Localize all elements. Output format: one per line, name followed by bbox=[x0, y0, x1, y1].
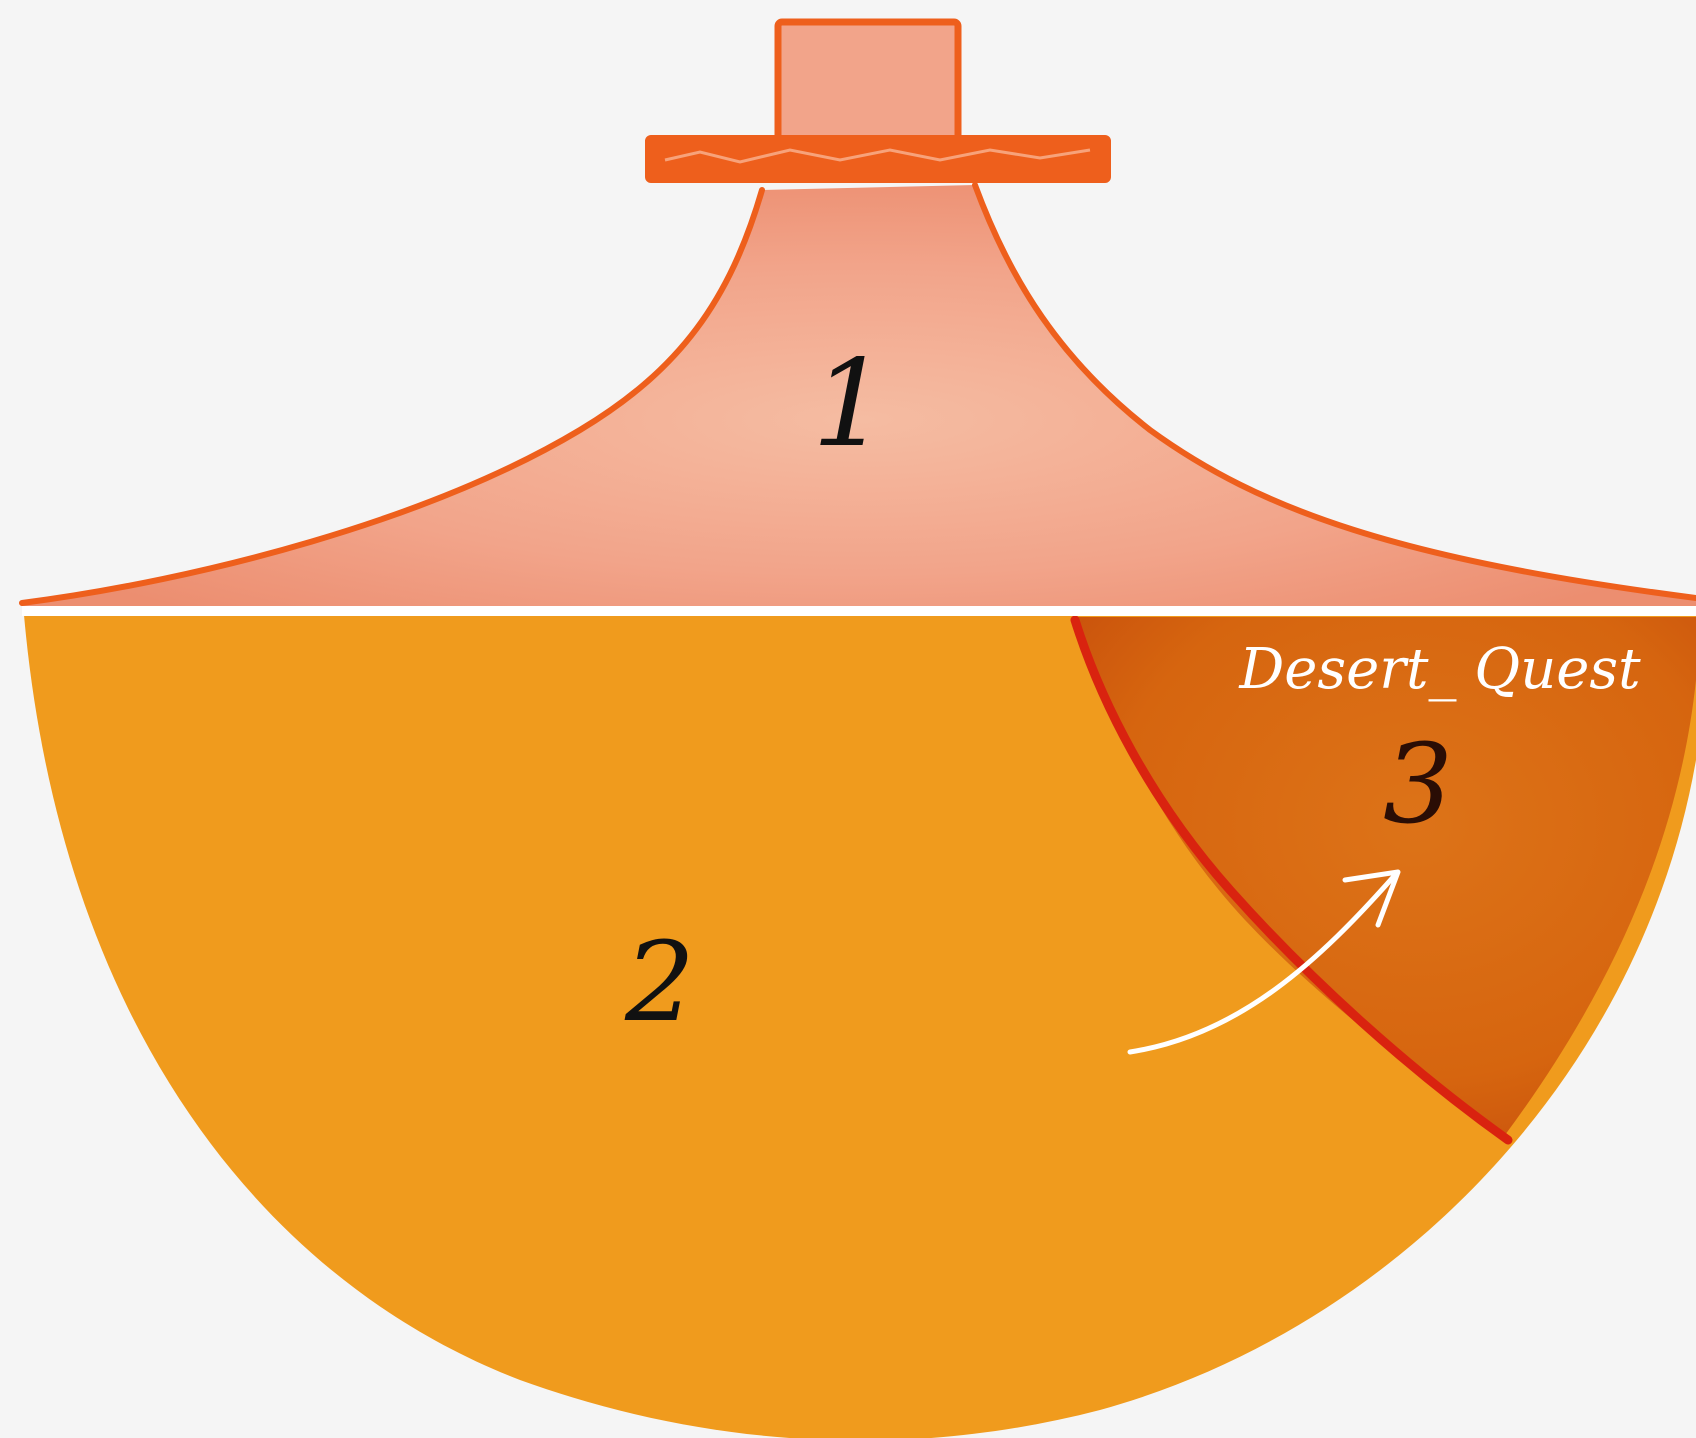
handwritten-title: Desert_ Quest bbox=[1238, 637, 1641, 702]
region-1-number-label: 1 bbox=[812, 335, 888, 474]
region-3-number-label: 3 bbox=[1383, 720, 1453, 848]
region-2-number-label: 2 bbox=[624, 918, 695, 1046]
mountain-top-stem bbox=[778, 22, 958, 142]
